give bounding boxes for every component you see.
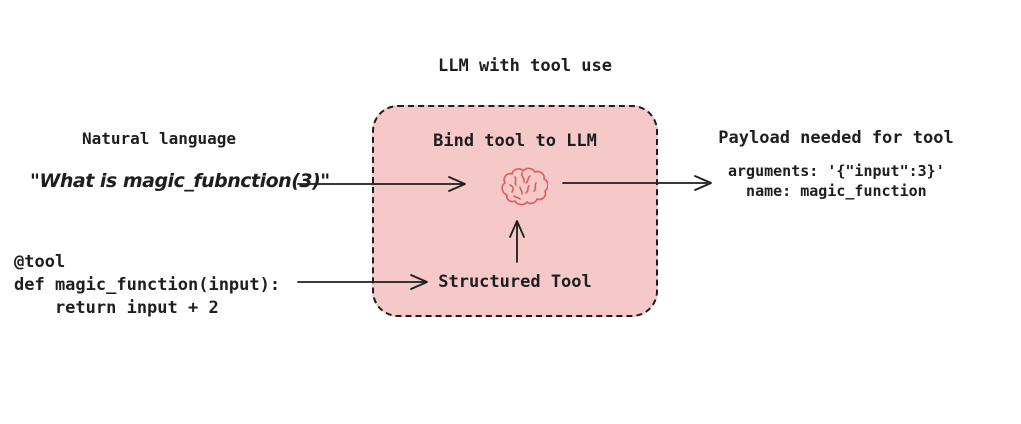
tool-code-block: @tool def magic_function(input): return …	[14, 251, 280, 320]
bind-tool-heading: Bind tool to LLM	[433, 131, 597, 151]
code-line: @tool	[14, 252, 66, 272]
structured-tool-label: Structured Tool	[438, 272, 592, 292]
code-line: def magic_function(input):	[14, 275, 281, 295]
payload-line: arguments: '{"input":3}'	[728, 162, 945, 180]
payload-heading: Payload needed for tool	[718, 128, 954, 148]
brain-icon	[501, 167, 548, 206]
diagram-title: LLM with tool use	[438, 56, 612, 76]
natural-language-heading: Natural language	[81, 129, 237, 148]
code-line: return input + 2	[14, 298, 219, 318]
natural-language-quote: "What is magic_fubnction(3)"	[30, 170, 330, 192]
payload-line: name: magic_function	[728, 182, 927, 200]
payload-block: arguments: '{"input":3}' name: magic_fun…	[728, 161, 945, 201]
bind-tool-box: Bind tool to LLM Structured Tool	[372, 105, 658, 317]
